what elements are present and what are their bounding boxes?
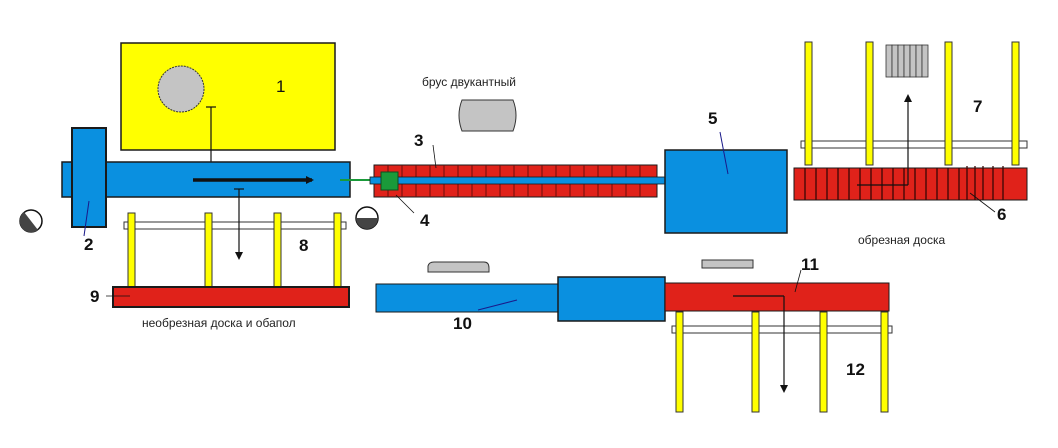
label-3: 3 xyxy=(414,131,423,150)
log-yard-1: 1 xyxy=(120,42,336,151)
sorting-table-8: 8 xyxy=(123,188,347,289)
label-9: 9 xyxy=(90,287,99,306)
label-6: 6 xyxy=(997,205,1006,224)
caption-beam: брус двукантный xyxy=(422,75,516,89)
sorting-table-7: 7 xyxy=(800,41,1028,166)
label-12: 12 xyxy=(846,360,865,379)
board-stack xyxy=(885,44,929,78)
clamp-4: 4 xyxy=(380,171,430,230)
edger-machine-5: 5 xyxy=(664,109,788,234)
label-8: 8 xyxy=(299,236,308,255)
machine-10: 10 xyxy=(375,261,666,333)
label-2: 2 xyxy=(84,235,93,254)
label-7: 7 xyxy=(973,97,982,116)
edged-conveyor-6: 6 xyxy=(793,94,1028,224)
log-conveyor-2: 2 xyxy=(61,127,351,254)
label-4: 4 xyxy=(420,211,430,230)
sorting-table-12: 12 xyxy=(671,295,893,413)
caption-unedged-board: необрезная доска и обапол xyxy=(142,316,296,330)
conveyor-11: 11 xyxy=(664,255,890,312)
rotation-indicator-right xyxy=(355,206,379,230)
unedged-conveyor-9: 9 xyxy=(90,286,350,308)
label-10: 10 xyxy=(453,314,472,333)
log-circle xyxy=(157,65,205,113)
beam-shape xyxy=(458,99,517,132)
label-11: 11 xyxy=(801,255,819,274)
roller-conveyor-3: 3 xyxy=(369,131,666,198)
board-profile-left xyxy=(427,261,490,273)
board-profile-right xyxy=(701,259,754,269)
label-5: 5 xyxy=(708,109,717,128)
rotation-indicator-left xyxy=(19,209,43,233)
caption-edged-board: обрезная доска xyxy=(858,233,945,247)
label-1: 1 xyxy=(276,77,285,96)
